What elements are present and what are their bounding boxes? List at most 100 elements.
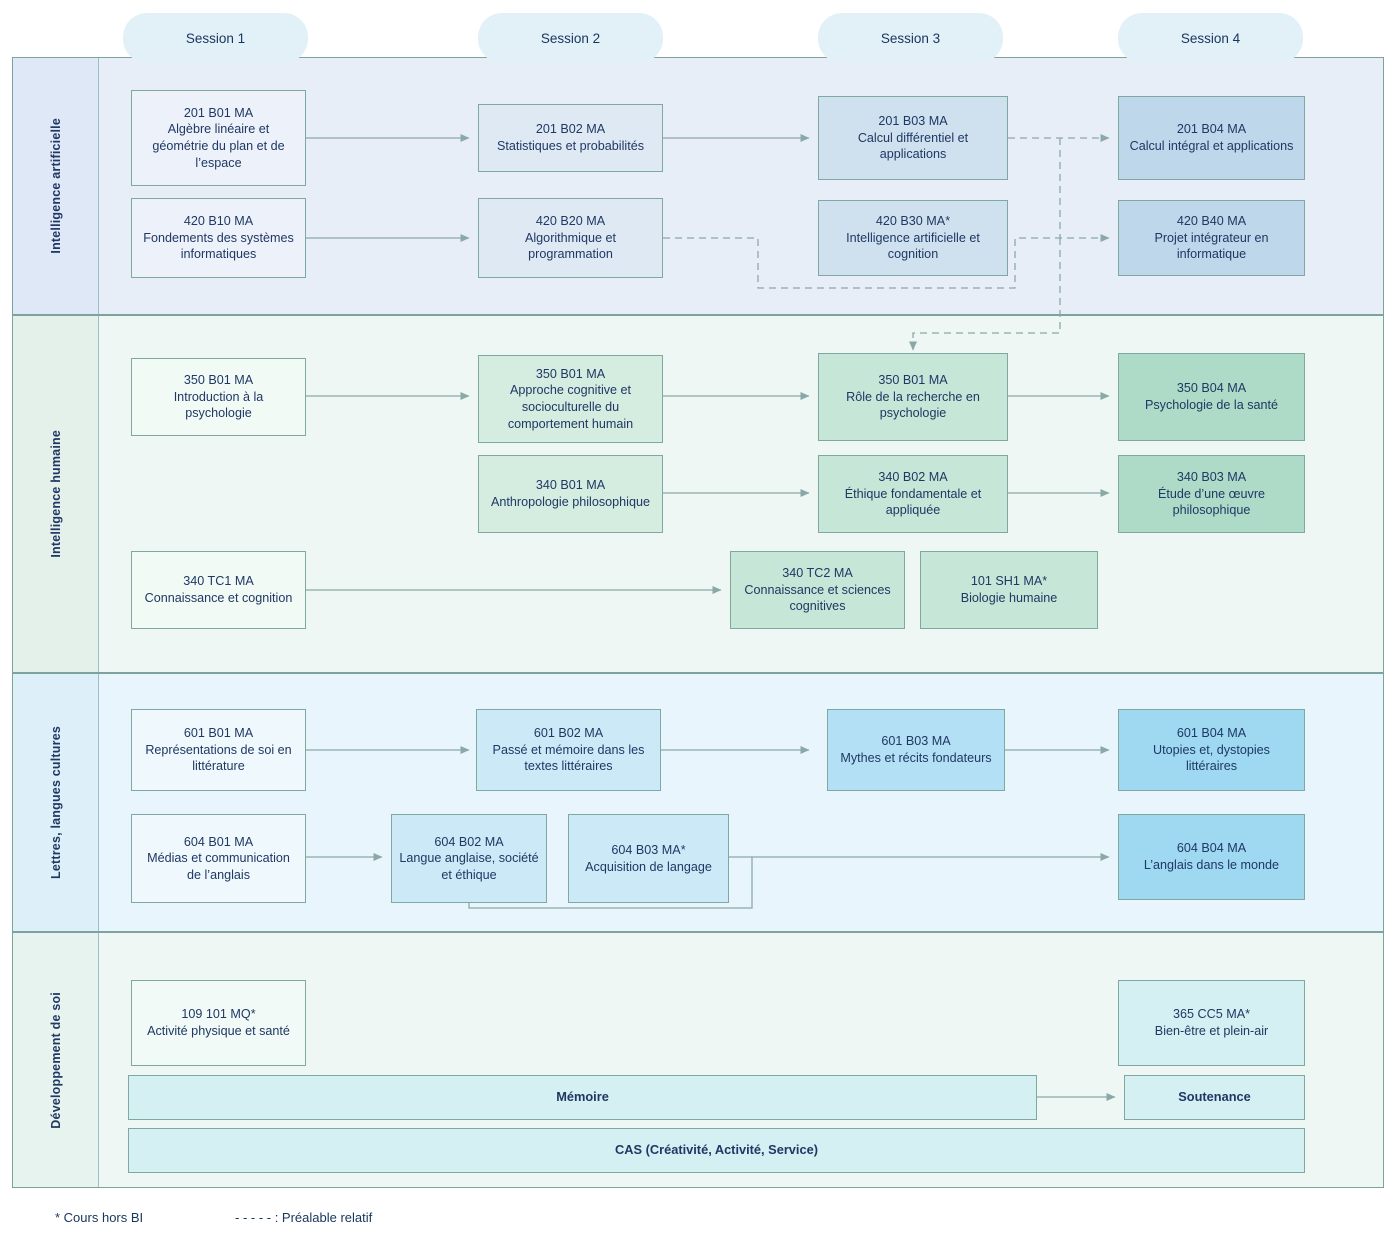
course-node-350-b04[interactable]: 350 B04 MA Psychologie de la santé: [1118, 353, 1305, 441]
session-pill-1: Session 1: [123, 13, 308, 63]
course-code: 340 TC2 MA: [782, 566, 853, 581]
course-node-340-tc2[interactable]: 340 TC2 MA Connaissance et sciences cogn…: [730, 551, 905, 629]
course-node-soutenance[interactable]: Soutenance: [1124, 1075, 1305, 1120]
session-pill-4: Session 4: [1118, 13, 1303, 63]
course-code: 365 CC5 MA*: [1173, 1007, 1250, 1022]
course-title: Biologie humaine: [960, 591, 1058, 605]
course-code: 340 B03 MA: [1176, 470, 1247, 485]
course-node-350-b01-role[interactable]: 350 B01 MA Rôle de la recherche en psych…: [818, 353, 1008, 441]
course-title: Introduction à la psychologie: [173, 389, 264, 421]
course-node-601-b01[interactable]: 601 B01 MA Représentations de soi en lit…: [131, 709, 306, 791]
band-body-lettres: [98, 674, 1383, 931]
course-title: Connaissance et sciences cognitives: [744, 582, 891, 614]
course-code: 201 B01 MA: [183, 105, 254, 120]
course-title: Anthropologie philosophique: [491, 495, 650, 509]
course-title: Bien-être et plein-air: [1154, 1024, 1269, 1038]
session-pill-2: Session 2: [478, 13, 663, 63]
course-node-201-b04[interactable]: 201 B04 MA Calcul intégral et applicatio…: [1118, 96, 1305, 180]
course-code: 350 B01 MA: [183, 373, 254, 388]
course-code: 604 B01 MA: [183, 834, 254, 849]
course-title: Soutenance: [1178, 1089, 1251, 1105]
course-code: 420 B20 MA: [535, 214, 606, 229]
course-code: 420 B10 MA: [183, 214, 254, 229]
course-code: 101 SH1 MA*: [970, 574, 1048, 589]
course-node-101-sh1[interactable]: 101 SH1 MA* Biologie humaine: [920, 551, 1098, 629]
course-title: Intelligence artificielle et cognition: [846, 230, 980, 262]
course-title: Calcul intégral et applications: [1129, 139, 1294, 153]
course-node-201-b02[interactable]: 201 B02 MA Statistiques et probabilités: [478, 104, 663, 172]
course-title: Médias et communication de l’anglais: [147, 851, 290, 882]
course-node-604-b01[interactable]: 604 B01 MA Médias et communication de l’…: [131, 814, 306, 903]
course-node-604-b02[interactable]: 604 B02 MA Langue anglaise, société et é…: [391, 814, 547, 903]
course-node-340-tc1[interactable]: 340 TC1 MA Connaissance et cognition: [131, 551, 306, 629]
course-code: 420 B40 MA: [1176, 214, 1247, 229]
course-code: 201 B04 MA: [1176, 122, 1247, 137]
course-code: 601 B04 MA: [1176, 726, 1247, 741]
course-title: Activité physique et santé: [147, 1024, 290, 1038]
course-node-cas[interactable]: CAS (Créativité, Activité, Service): [128, 1128, 1305, 1173]
course-node-350-b01-intro[interactable]: 350 B01 MA Introduction à la psychologie: [131, 358, 306, 436]
course-title: Rôle de la recherche en psychologie: [846, 389, 980, 421]
course-node-memoire[interactable]: Mémoire: [128, 1075, 1037, 1120]
session-label-2: Session 2: [540, 30, 601, 46]
course-node-350-b01-approche[interactable]: 350 B01 MA Approche cognitive et sociocu…: [478, 355, 663, 443]
course-title: Statistiques et probabilités: [496, 139, 644, 153]
course-code: 601 B02 MA: [533, 726, 604, 741]
course-node-601-b02[interactable]: 601 B02 MA Passé et mémoire dans les tex…: [476, 709, 661, 791]
course-title: Acquisition de langage: [585, 859, 712, 874]
band-label-humaine: Intelligence humaine: [13, 316, 98, 672]
course-code: 201 B03 MA: [878, 114, 948, 129]
course-code: 340 B01 MA: [535, 478, 606, 493]
course-code: 201 B02 MA: [535, 122, 606, 137]
course-title: Algèbre linéaire et géométrie du plan et…: [152, 122, 285, 170]
course-node-604-b03[interactable]: 604 B03 MA* Acquisition de langage: [568, 814, 729, 903]
course-node-201-b03[interactable]: 201 B03 MA Calcul différentiel et applic…: [818, 96, 1008, 180]
course-node-420-b40[interactable]: 420 B40 MA Projet intégrateur en informa…: [1118, 200, 1305, 276]
course-code: 350 B01 MA: [535, 366, 606, 381]
course-title: Approche cognitive et socioculturelle du…: [507, 383, 634, 431]
course-title: Calcul différentiel et applications: [857, 130, 969, 162]
course-node-340-b03[interactable]: 340 B03 MA Étude d’une œuvre philosophiq…: [1118, 455, 1305, 533]
course-title: Mémoire: [556, 1089, 609, 1105]
session-label-1: Session 1: [185, 30, 246, 46]
course-title: Passé et mémoire dans les textes littéra…: [492, 742, 645, 774]
course-code: 604 B04 MA: [1176, 841, 1247, 856]
course-node-601-b04[interactable]: 601 B04 MA Utopies et, dystopies littéra…: [1118, 709, 1305, 791]
legend-prealable-relatif: - - - - - : Préalable relatif: [235, 1210, 373, 1225]
course-code: 350 B04 MA: [1176, 381, 1247, 396]
course-node-420-b20[interactable]: 420 B20 MA Algorithmique et programmatio…: [478, 198, 663, 278]
band-label-ai: Intelligence artificielle: [13, 58, 98, 314]
course-title: Psychologie de la santé: [1144, 398, 1279, 412]
course-title: Projet intégrateur en informatique: [1154, 230, 1269, 262]
course-node-420-b10[interactable]: 420 B10 MA Fondements des systèmes infor…: [131, 198, 306, 278]
course-node-340-b02[interactable]: 340 B02 MA Éthique fondamentale et appli…: [818, 455, 1008, 533]
course-title: Étude d’une œuvre philosophique: [1157, 486, 1266, 518]
course-title: Langue anglaise, société et éthique: [399, 851, 539, 882]
course-node-109-101[interactable]: 109 101 MQ* Activité physique et santé: [131, 980, 306, 1066]
band-body-humaine: [98, 316, 1383, 672]
course-node-601-b03[interactable]: 601 B03 MA Mythes et récits fondateurs: [827, 709, 1005, 791]
course-title: CAS (Créativité, Activité, Service): [615, 1142, 818, 1158]
course-code: 109 101 MQ*: [181, 1007, 256, 1022]
band-body-ai: [98, 58, 1383, 314]
course-node-420-b30[interactable]: 420 B30 MA* Intelligence artificielle et…: [818, 200, 1008, 276]
course-code: 604 B03 MA*: [611, 842, 686, 857]
course-title: Représentations de soi en littérature: [145, 742, 292, 774]
course-code: 601 B03 MA: [881, 734, 951, 749]
course-code: 340 TC1 MA: [183, 574, 254, 589]
course-title: Algorithmique et programmation: [524, 230, 616, 262]
course-node-365-cc5[interactable]: 365 CC5 MA* Bien-être et plein-air: [1118, 980, 1305, 1066]
course-title: Mythes et récits fondateurs: [840, 751, 992, 765]
session-label-3: Session 3: [880, 30, 941, 46]
band-label-developpement: Développement de soi: [13, 933, 98, 1187]
course-title: Éthique fondamentale et appliquée: [844, 486, 982, 518]
course-node-604-b04[interactable]: 604 B04 MA L’anglais dans le monde: [1118, 814, 1305, 900]
session-pill-3: Session 3: [818, 13, 1003, 63]
course-code: 601 B01 MA: [183, 726, 254, 741]
course-code: 420 B30 MA*: [875, 214, 951, 229]
course-node-340-b01[interactable]: 340 B01 MA Anthropologie philosophique: [478, 455, 663, 533]
session-label-4: Session 4: [1180, 30, 1241, 46]
course-node-201-b01[interactable]: 201 B01 MA Algèbre linéaire et géométrie…: [131, 90, 306, 186]
course-title: Utopies et, dystopies littéraires: [1153, 742, 1270, 774]
